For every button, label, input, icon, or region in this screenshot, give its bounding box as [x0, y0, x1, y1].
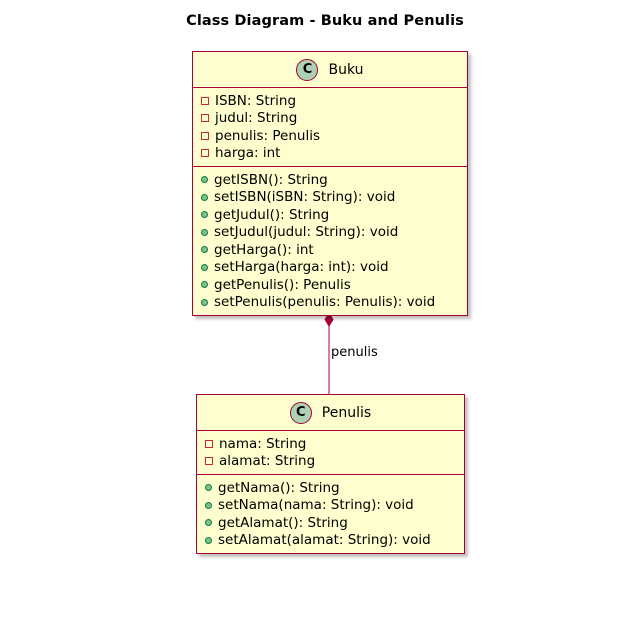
attribute-text: harga: int [215, 145, 281, 162]
class-icon: C [289, 401, 312, 424]
attribute-row: nama: String [205, 435, 464, 453]
public-visibility-icon [201, 228, 208, 236]
method-text: getPenulis(): Penulis [214, 276, 351, 293]
method-row: setNama(nama: String): void [205, 497, 464, 515]
method-row: setHarga(harga: int): void [201, 259, 467, 277]
class-penulis-name: Penulis [321, 404, 372, 421]
class-buku[interactable]: C Buku ISBN: String judul: String penuli… [192, 51, 468, 316]
attribute-text: alamat: String [219, 453, 316, 470]
class-penulis-attributes: nama: String alamat: String [197, 431, 464, 475]
class-buku-attributes: ISBN: String judul: String penulis: Penu… [193, 88, 467, 167]
composition-diamond-icon [324, 312, 334, 327]
class-buku-name: Buku [328, 61, 364, 78]
private-visibility-icon [205, 457, 213, 466]
method-text: setPenulis(penulis: Penulis): void [214, 294, 436, 311]
method-text: getNama(): String [218, 479, 340, 496]
class-buku-methods: getISBN(): String setISBN(iSBN: String):… [193, 167, 467, 315]
method-text: setAlamat(alamat: String): void [218, 532, 431, 549]
public-visibility-icon [205, 484, 212, 492]
private-visibility-icon [201, 131, 209, 140]
method-row: setISBN(iSBN: String): void [201, 189, 467, 207]
attribute-row: alamat: String [205, 453, 464, 471]
class-penulis-header: C Penulis [197, 395, 464, 431]
method-row: setAlamat(alamat: String): void [205, 532, 464, 550]
method-text: setNama(nama: String): void [218, 497, 414, 514]
attribute-row: judul: String [201, 110, 467, 128]
method-row: getNama(): String [205, 479, 464, 497]
method-text: getJudul(): String [214, 206, 330, 223]
public-visibility-icon [201, 246, 208, 254]
attribute-row: penulis: Penulis [201, 127, 467, 145]
method-row: setPenulis(penulis: Penulis): void [201, 294, 467, 312]
method-text: getHarga(): int [214, 241, 314, 258]
public-visibility-icon [201, 281, 208, 289]
method-text: getISBN(): String [214, 171, 328, 188]
public-visibility-icon [205, 519, 212, 527]
public-visibility-icon [201, 298, 208, 306]
method-row: getHarga(): int [201, 241, 467, 259]
method-row: setJudul(judul: String): void [201, 224, 467, 242]
method-text: getAlamat(): String [218, 514, 348, 531]
relation-label: penulis [331, 345, 378, 360]
class-penulis-methods: getNama(): String setNama(nama: String):… [197, 475, 464, 553]
class-penulis[interactable]: C Penulis nama: String alamat: String ge… [196, 394, 465, 554]
method-row: getISBN(): String [201, 171, 467, 189]
private-visibility-icon [201, 114, 209, 123]
method-row: getPenulis(): Penulis [201, 276, 467, 294]
method-text: setISBN(iSBN: String): void [214, 189, 396, 206]
public-visibility-icon [201, 176, 208, 184]
method-row: getAlamat(): String [205, 514, 464, 532]
private-visibility-icon [201, 149, 209, 158]
method-row: getJudul(): String [201, 206, 467, 224]
private-visibility-icon [205, 439, 213, 448]
attribute-text: nama: String [219, 435, 307, 452]
class-icon: C [296, 58, 319, 81]
class-buku-header: C Buku [193, 52, 467, 88]
private-visibility-icon [201, 96, 209, 105]
attribute-row: ISBN: String [201, 92, 467, 110]
method-text: setHarga(harga: int): void [214, 259, 389, 276]
attribute-text: judul: String [215, 110, 298, 127]
public-visibility-icon [205, 536, 212, 544]
public-visibility-icon [201, 211, 208, 219]
public-visibility-icon [201, 263, 208, 271]
public-visibility-icon [205, 501, 212, 509]
method-text: setJudul(judul: String): void [214, 224, 399, 241]
attribute-row: harga: int [201, 145, 467, 163]
attribute-text: penulis: Penulis [215, 127, 320, 144]
public-visibility-icon [201, 193, 208, 201]
diagram-title: Class Diagram - Buku and Penulis [186, 13, 464, 29]
attribute-text: ISBN: String [215, 92, 297, 109]
